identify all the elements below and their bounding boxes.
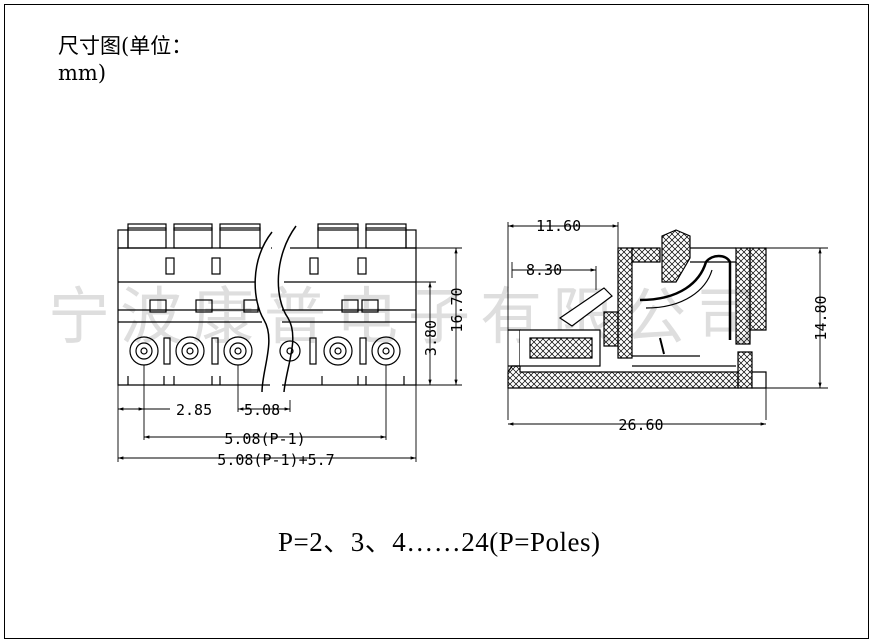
dim-side-length: 26.60 (618, 416, 663, 434)
dim-depth-top: 11.60 (536, 217, 581, 235)
dim-edge-offset: 2.85 (176, 401, 212, 419)
dim-depth-mid: 8.30 (526, 261, 562, 279)
dim-side-height: 14.80 (812, 295, 830, 340)
watermark-text: 宁波康普电子有限公司 (48, 280, 768, 353)
dim-pitch-span: 5.08(P-1) (224, 430, 305, 448)
dim-total-length: 5.08(P-1)+5.7 (217, 451, 334, 469)
front-view-dimensions (117, 247, 462, 462)
poles-formula: P=2、3、4……24(P=Poles) (278, 527, 601, 557)
dim-pitch: 5.08 (244, 401, 280, 419)
drawing-title-unit: mm) (58, 61, 107, 85)
side-view (507, 229, 767, 389)
front-view (117, 223, 417, 393)
dim-height-inner: 3.80 (422, 320, 440, 356)
dim-height-total: 16.70 (448, 287, 466, 332)
drawing-title: 尺寸图(单位： (58, 34, 193, 58)
side-view-dimensions (507, 222, 828, 426)
